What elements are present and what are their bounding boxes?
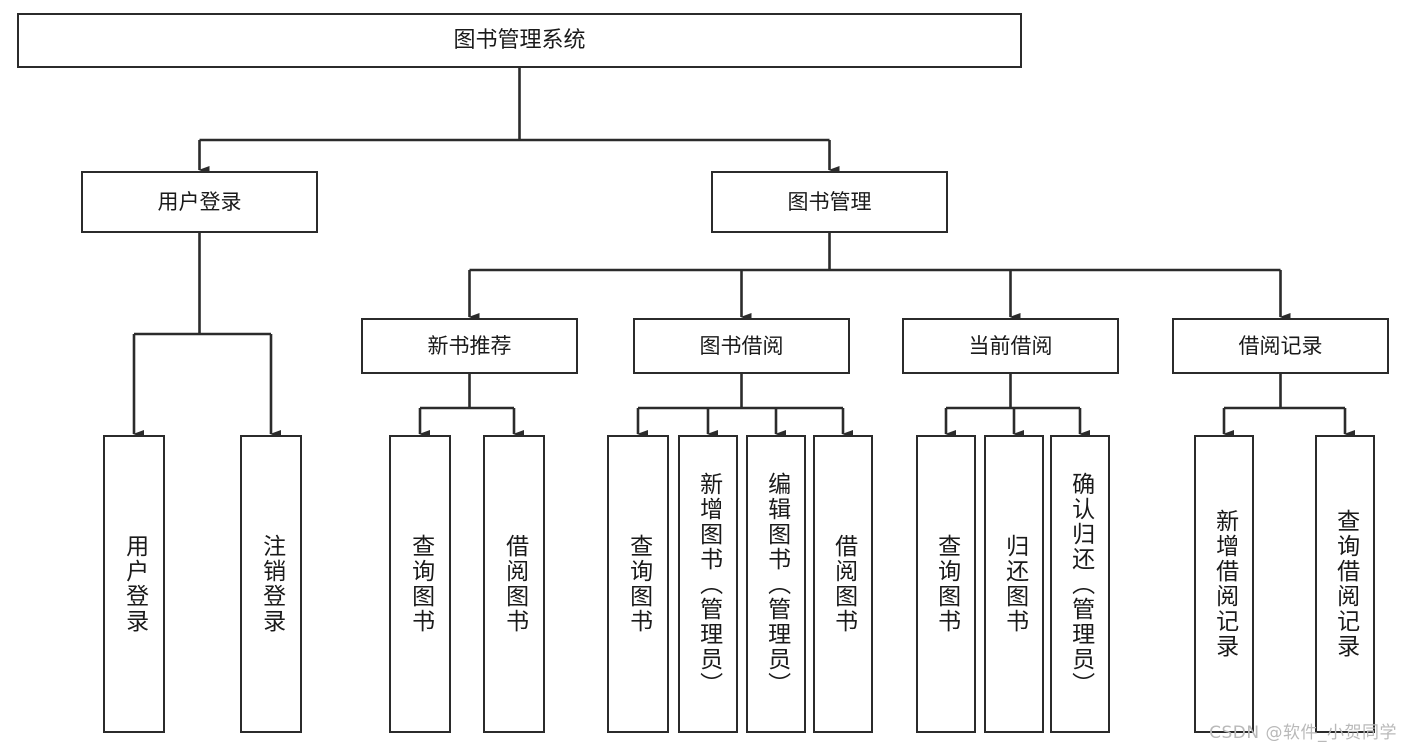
node-l4_10: 确认归还（管理员）	[1050, 435, 1110, 733]
node-label: 查询图书	[407, 534, 434, 634]
node-l4_4: 查询图书	[607, 435, 669, 733]
node-l4_12: 查询借阅记录	[1315, 435, 1375, 733]
node-label: 确认归还（管理员）	[1067, 471, 1094, 697]
node-l3_0: 新书推荐	[361, 318, 578, 374]
node-l4_11: 新增借阅记录	[1194, 435, 1254, 733]
node-l4_3: 借阅图书	[483, 435, 545, 733]
node-label: 借阅图书	[830, 534, 857, 634]
connector-lines	[132, 68, 1355, 438]
node-label: 查询借阅记录	[1332, 509, 1359, 659]
node-label: 借阅图书	[501, 534, 528, 634]
node-label: 新书推荐	[427, 333, 512, 358]
node-label: 图书管理系统	[453, 27, 586, 53]
node-label: 新增借阅记录	[1211, 509, 1238, 659]
node-label: 查询图书	[933, 534, 960, 634]
node-l4_7: 借阅图书	[813, 435, 873, 733]
node-l4_8: 查询图书	[916, 435, 976, 733]
node-l3_3: 借阅记录	[1172, 318, 1389, 374]
node-l2_0: 用户登录	[81, 171, 318, 233]
node-label: 查询图书	[625, 534, 652, 634]
node-l2_1: 图书管理	[711, 171, 948, 233]
node-label: 当前借阅	[968, 333, 1053, 358]
node-label: 图书管理	[787, 189, 872, 214]
node-label: 图书借阅	[699, 333, 784, 358]
node-l4_0: 用户登录	[103, 435, 165, 733]
node-l4_2: 查询图书	[389, 435, 451, 733]
node-l4_1: 注销登录	[240, 435, 302, 733]
node-label: 编辑图书（管理员）	[763, 471, 790, 697]
node-label: 用户登录	[121, 534, 148, 634]
node-l3_1: 图书借阅	[633, 318, 850, 374]
node-label: 注销登录	[258, 534, 285, 634]
node-l4_5: 新增图书（管理员）	[678, 435, 738, 733]
node-l4_6: 编辑图书（管理员）	[746, 435, 806, 733]
node-root: 图书管理系统	[17, 13, 1022, 68]
node-label: 用户登录	[157, 189, 242, 214]
node-label: 借阅记录	[1238, 333, 1323, 358]
node-label: 归还图书	[1001, 534, 1028, 634]
node-label: 新增图书（管理员）	[695, 471, 722, 697]
node-l4_9: 归还图书	[984, 435, 1044, 733]
watermark-label: CSDN @软件_小贺同学	[1209, 723, 1397, 743]
node-l3_2: 当前借阅	[902, 318, 1119, 374]
